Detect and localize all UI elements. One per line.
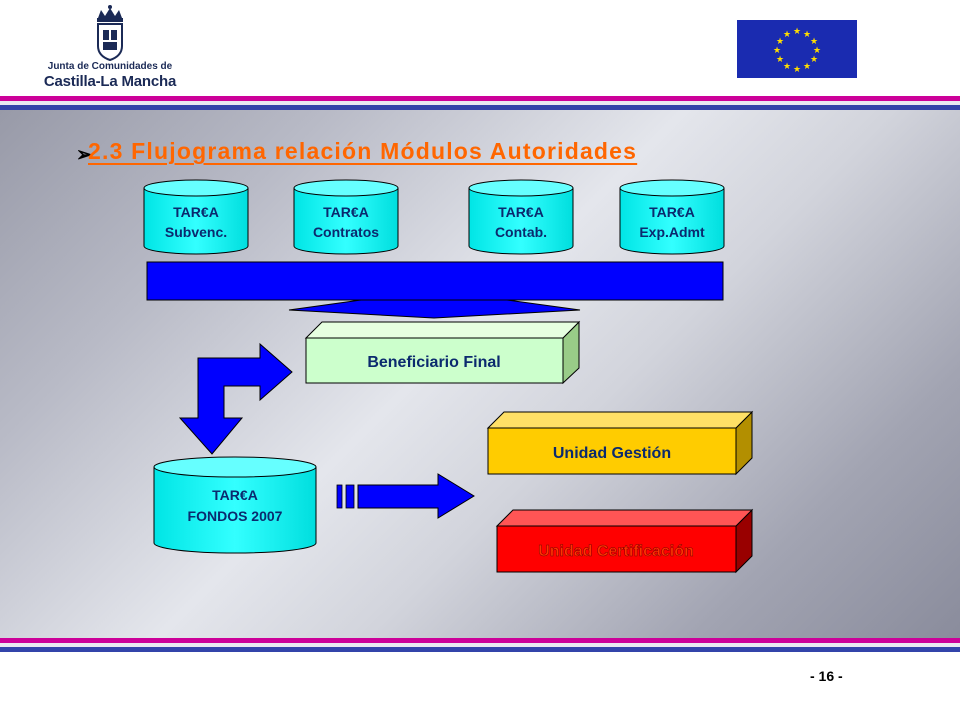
- cylinder-label: Contratos: [313, 224, 379, 240]
- logo-line-2: Castilla-La Mancha: [43, 73, 177, 90]
- svg-text:★: ★: [783, 62, 791, 72]
- svg-text:★: ★: [813, 46, 821, 56]
- unidad-gestion-box: Unidad Gestión: [486, 410, 754, 476]
- cylinder-contab: TAR€A Contab.: [468, 179, 574, 255]
- unidad-gestion-label: Unidad Gestión: [553, 445, 671, 462]
- svg-text:★: ★: [793, 65, 801, 75]
- cylinder-label: TAR€A: [212, 487, 258, 503]
- page-number: - 16 -: [810, 668, 843, 684]
- svg-text:★: ★: [793, 27, 801, 37]
- cylinder-label: TAR€A: [649, 204, 695, 220]
- bent-down-arrow-icon: [178, 342, 293, 455]
- crown-shield-icon: [97, 5, 123, 62]
- cylinder-fondos-2007: TAR€A FONDOS 2007: [153, 456, 317, 554]
- svg-text:★: ★: [783, 30, 791, 40]
- cylinder-label: TAR€A: [323, 204, 369, 220]
- cylinder-label: Exp.Admt: [639, 224, 705, 240]
- striped-right-arrow-icon: [336, 473, 475, 519]
- top-band: [0, 96, 960, 110]
- svg-text:★: ★: [776, 55, 784, 65]
- cylinder-label: FONDOS 2007: [188, 508, 283, 524]
- svg-text:★: ★: [810, 37, 818, 47]
- eu-flag-icon: ★ ★ ★ ★ ★ ★ ★ ★ ★ ★ ★ ★: [737, 20, 857, 78]
- svg-text:★: ★: [773, 46, 781, 56]
- svg-text:★: ★: [810, 55, 818, 65]
- svg-text:★: ★: [803, 30, 811, 40]
- arrow-bullet-icon: ➢: [76, 144, 93, 166]
- beneficiario-final-box: Beneficiario Final: [304, 320, 581, 385]
- cylinder-label: Subvenc.: [165, 224, 227, 240]
- bottom-band: [0, 638, 960, 652]
- svg-text:★: ★: [803, 62, 811, 72]
- cylinder-exp-admt: TAR€A Exp.Admt: [619, 179, 725, 255]
- cylinder-label: TAR€A: [173, 204, 219, 220]
- unidad-certificacion-box: Unidad Certificación: [495, 508, 754, 574]
- cylinder-label: TAR€A: [498, 204, 544, 220]
- junta-logo: Junta de Comunidades de Castilla-La Manc…: [40, 4, 180, 92]
- merge-arrow-icon: [146, 261, 724, 319]
- slide-title: 2.3 Flujograma relación Módulos Autorida…: [88, 138, 638, 164]
- header: Junta de Comunidades de Castilla-La Manc…: [0, 0, 960, 96]
- unidad-certificacion-label: Unidad Certificación: [538, 543, 694, 560]
- svg-text:★: ★: [776, 37, 784, 47]
- cylinder-subvenc: TAR€A Subvenc.: [143, 179, 249, 255]
- beneficiario-label: Beneficiario Final: [367, 354, 500, 371]
- logo-line-1: Junta de Comunidades de: [47, 61, 173, 72]
- cylinder-label: Contab.: [495, 224, 547, 240]
- cylinder-contratos: TAR€A Contratos: [293, 179, 399, 255]
